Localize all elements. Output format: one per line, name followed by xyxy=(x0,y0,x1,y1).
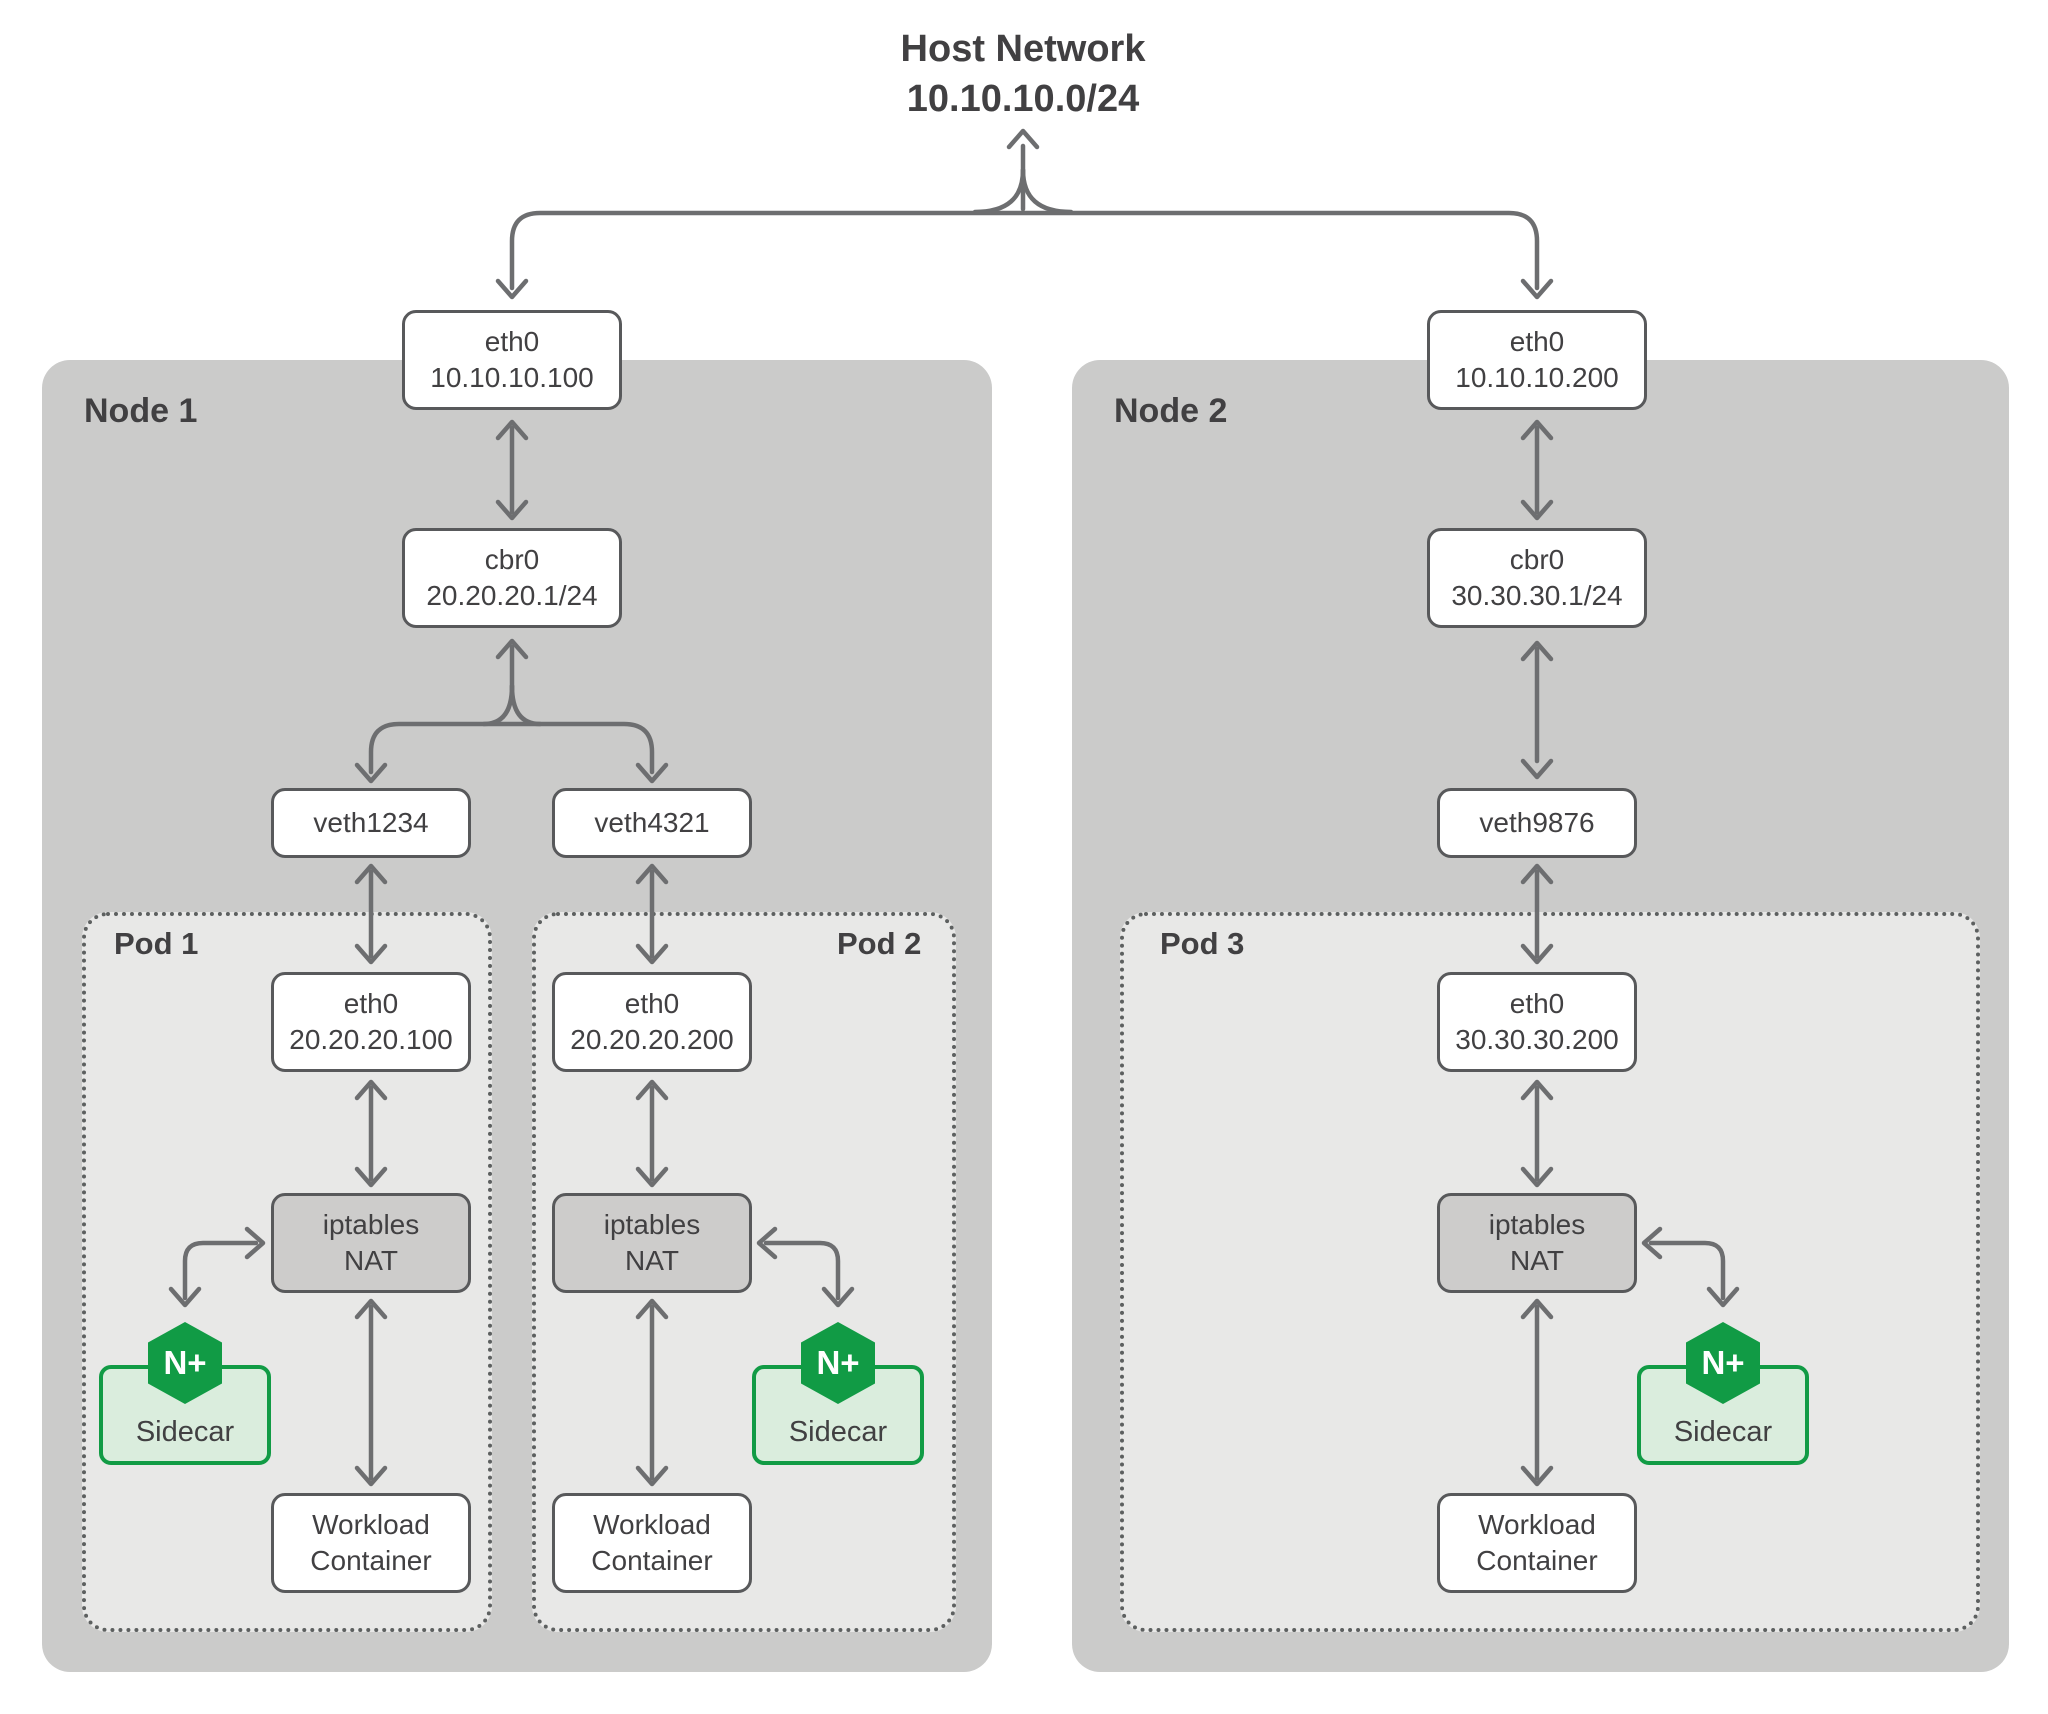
pod1-label: Pod 1 xyxy=(114,926,199,961)
pod2-iptables-workload-arrow xyxy=(635,1298,669,1487)
pod2-sidecar-label: Sidecar xyxy=(788,1415,888,1448)
node2-cbr0-box: cbr0 30.30.30.1/24 xyxy=(1427,528,1647,628)
pod2-workload-line2: Container xyxy=(591,1545,713,1576)
pod2-eth0-box: eth0 20.20.20.200 xyxy=(552,972,752,1072)
pod3-iptables-line1: iptables xyxy=(1488,1208,1586,1240)
pod3-eth0-box: eth0 30.30.30.200 xyxy=(1437,972,1637,1072)
pod3-sidecar-label: Sidecar xyxy=(1673,1415,1773,1448)
pod3-eth0-ip: 30.30.30.200 xyxy=(1455,1024,1619,1055)
node2-eth0-name: eth0 xyxy=(1509,325,1565,357)
node2-eth0-cbr0-arrow xyxy=(1520,419,1554,521)
veth4321-box: veth4321 xyxy=(552,788,752,858)
pod2-eth0-iptables-arrow xyxy=(635,1079,669,1188)
veth4321-label: veth4321 xyxy=(594,806,710,838)
pod2-workload-line1: Workload xyxy=(593,1508,711,1540)
pod3-workload-line2: Container xyxy=(1476,1545,1598,1576)
veth9876-label: veth9876 xyxy=(1479,806,1595,838)
pod2-sidecar-box: Sidecar xyxy=(752,1365,924,1465)
node1-cbr0-name: cbr0 xyxy=(484,543,540,575)
pod2-eth0-ip: 20.20.20.200 xyxy=(570,1024,734,1055)
pod1-veth-eth0-arrow xyxy=(354,863,388,965)
pod2-eth0-name: eth0 xyxy=(624,987,680,1019)
veth9876-box: veth9876 xyxy=(1437,788,1637,858)
pod1-workload-line1: Workload xyxy=(312,1508,430,1540)
node1-eth0-cbr0-arrow xyxy=(495,419,529,521)
host-network-cidr: 10.10.10.0/24 xyxy=(906,78,1140,121)
pod1-sidecar-label: Sidecar xyxy=(135,1415,235,1448)
pod1-iptables-box: iptables NAT xyxy=(271,1193,471,1293)
pod1-iptables-workload-arrow xyxy=(354,1298,388,1487)
pod3-workload-box: Workload Container xyxy=(1437,1493,1637,1593)
pod2-nginx-plus-badge: N+ xyxy=(816,1344,860,1381)
pod3-sidecar-iptables-arrow xyxy=(1641,1226,1740,1308)
node1-eth0-box: eth0 10.10.10.100 xyxy=(402,310,622,410)
node2-eth0-box: eth0 10.10.10.200 xyxy=(1427,310,1647,410)
pod1-eth0-box: eth0 20.20.20.100 xyxy=(271,972,471,1072)
node1-eth0-name: eth0 xyxy=(484,325,540,357)
node2-cbr0-ip: 30.30.30.1/24 xyxy=(1451,580,1623,611)
pod3-workload-line1: Workload xyxy=(1478,1508,1596,1540)
pod1-workload-line2: Container xyxy=(310,1545,432,1576)
pod2-iptables-line2: NAT xyxy=(625,1245,679,1276)
pod3-eth0-iptables-arrow xyxy=(1520,1079,1554,1188)
pod2-veth-eth0-arrow xyxy=(635,863,669,965)
node2-cbr0-veth-arrow xyxy=(1520,640,1554,780)
veth1234-box: veth1234 xyxy=(271,788,471,858)
pod1-eth0-ip: 20.20.20.100 xyxy=(289,1024,453,1055)
node2-label: Node 2 xyxy=(1114,392,1228,430)
pod1-eth0-name: eth0 xyxy=(343,987,399,1019)
node1-cbr0-box: cbr0 20.20.20.1/24 xyxy=(402,528,622,628)
pod3-iptables-box: iptables NAT xyxy=(1437,1193,1637,1293)
pod3-eth0-name: eth0 xyxy=(1509,987,1565,1019)
pod1-sidecar-iptables-arrow xyxy=(168,1226,266,1308)
pod1-iptables-line2: NAT xyxy=(344,1245,398,1276)
host-network-title: Host Network 10.10.10.0/24 xyxy=(901,24,1146,124)
pod2-iptables-line1: iptables xyxy=(603,1208,701,1240)
pod1-nginx-plus-badge: N+ xyxy=(163,1344,207,1381)
node1-cbr0-ip: 20.20.20.1/24 xyxy=(426,580,598,611)
pod3-iptables-workload-arrow xyxy=(1520,1298,1554,1487)
node1-cbr0-veth-branch-arrow xyxy=(354,638,669,784)
pod3-nginx-plus-badge: N+ xyxy=(1701,1344,1745,1381)
host-network-branch-arrow xyxy=(495,128,1554,300)
node2-cbr0-name: cbr0 xyxy=(1509,543,1565,575)
pod2-label: Pod 2 xyxy=(837,926,922,961)
pod2-iptables-box: iptables NAT xyxy=(552,1193,752,1293)
veth1234-label: veth1234 xyxy=(313,806,429,838)
pod3-iptables-line2: NAT xyxy=(1510,1245,1564,1276)
pod2-workload-box: Workload Container xyxy=(552,1493,752,1593)
pod1-iptables-line1: iptables xyxy=(322,1208,420,1240)
host-network-name: Host Network xyxy=(900,28,1146,70)
node1-eth0-ip: 10.10.10.100 xyxy=(430,362,594,393)
node1-label: Node 1 xyxy=(84,392,198,430)
pod2-sidecar-iptables-arrow xyxy=(756,1226,855,1308)
pod3-label: Pod 3 xyxy=(1160,926,1245,961)
pod3-veth-eth0-arrow xyxy=(1520,863,1554,965)
pod1-workload-box: Workload Container xyxy=(271,1493,471,1593)
node2-eth0-ip: 10.10.10.200 xyxy=(1455,362,1619,393)
pod1-eth0-iptables-arrow xyxy=(354,1079,388,1188)
